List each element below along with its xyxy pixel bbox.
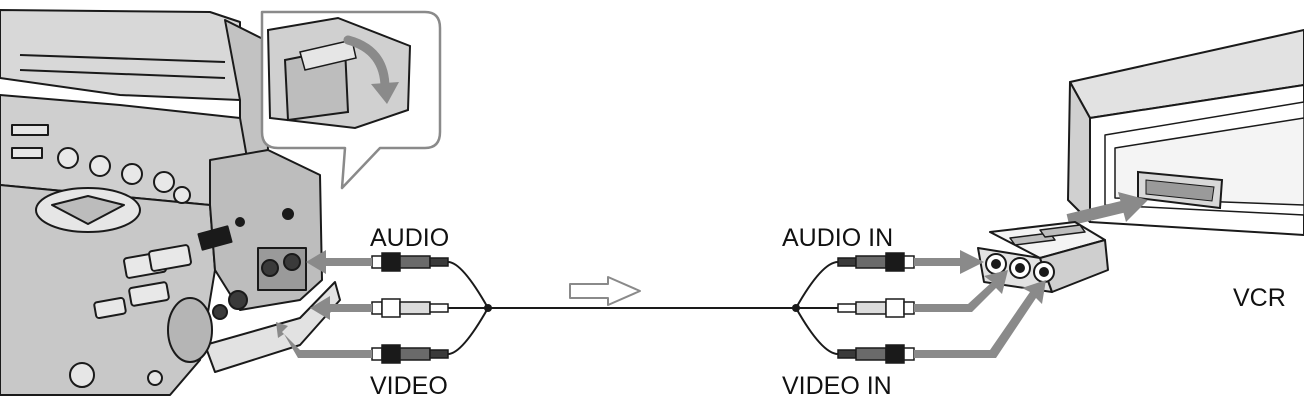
plug-vcr-audio-2 bbox=[837, 298, 915, 318]
plug-vcr-audio-1 bbox=[837, 252, 915, 272]
arrow-to-vcr bbox=[1066, 192, 1148, 226]
plug-camera-video bbox=[371, 344, 449, 364]
plug-camera-audio-1 bbox=[371, 252, 449, 272]
label-camera-audio: AUDIO bbox=[370, 224, 450, 252]
cable-junction-left bbox=[484, 304, 492, 312]
plug-camera-audio-2 bbox=[371, 298, 449, 318]
label-camera-video: VIDEO bbox=[370, 372, 448, 400]
label-vcr-audio-in: AUDIO IN bbox=[782, 224, 894, 252]
cable-junction-right bbox=[792, 304, 800, 312]
av-cable bbox=[447, 261, 839, 355]
camcorder-device bbox=[0, 9, 341, 396]
zoom-callout bbox=[260, 10, 442, 190]
label-vcr: VCR bbox=[1233, 284, 1286, 312]
scart-socket bbox=[1137, 170, 1224, 210]
curved-arrow-icon bbox=[343, 35, 399, 104]
plug-vcr-video bbox=[837, 344, 915, 364]
label-vcr-video-in: VIDEO IN bbox=[782, 372, 892, 400]
camera-connection-arrows bbox=[276, 250, 372, 358]
hollow-arrow-right-icon bbox=[569, 276, 641, 306]
vcr-connection-arrows bbox=[914, 250, 1046, 358]
